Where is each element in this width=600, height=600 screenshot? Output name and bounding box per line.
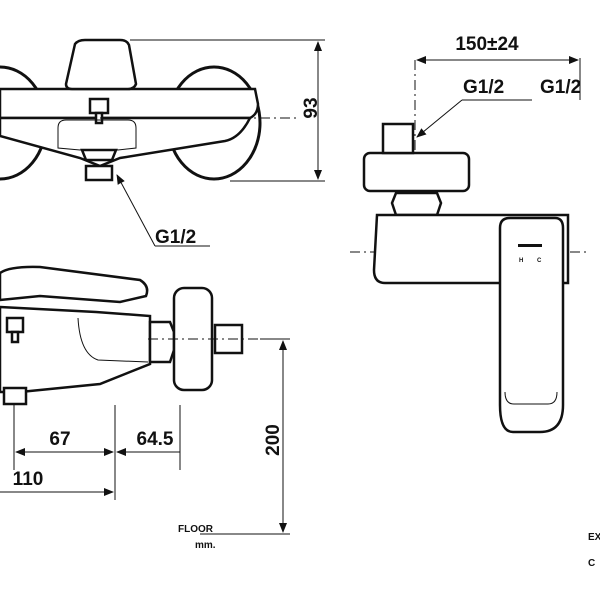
front-nut xyxy=(390,191,443,217)
front-logo xyxy=(518,244,542,247)
side-body-inner xyxy=(77,317,149,363)
front-lever-inner xyxy=(504,391,558,405)
dim-64-5: 64.5 xyxy=(137,429,174,450)
corner-note-c: C xyxy=(588,558,595,569)
top-outlet-thread xyxy=(84,164,114,182)
label-g12-right: G1/2 xyxy=(540,77,581,98)
front-lever xyxy=(498,216,565,434)
front-eccentric-flange xyxy=(362,151,471,193)
front-view: 150±24 G1/2 G1/2 H C EX C xyxy=(350,34,600,569)
corner-note-ex: EX xyxy=(588,532,600,543)
side-view: 67 64.5 110 200 FLOOR mm. xyxy=(0,265,290,551)
dim-200: 200 xyxy=(263,424,284,456)
top-body xyxy=(0,87,260,120)
dim-93: 93 xyxy=(301,97,322,118)
unit-label: mm. xyxy=(195,540,216,551)
floor-label: FLOOR xyxy=(178,524,214,535)
top-handle xyxy=(64,38,138,91)
side-outlet xyxy=(2,386,28,406)
top-view: 93 G1/2 xyxy=(0,38,325,248)
side-handle xyxy=(0,265,149,304)
label-g12-left: G1/2 xyxy=(463,77,504,98)
side-diverter-knob xyxy=(5,316,25,334)
dim-110: 110 xyxy=(13,469,44,490)
lever-mark-h: H xyxy=(519,258,523,264)
top-outlet-nut xyxy=(80,148,118,162)
dim-150: 150±24 xyxy=(455,34,519,55)
top-diverter-knob xyxy=(88,97,110,115)
front-thread-stub xyxy=(381,122,415,155)
lever-mark-c: C xyxy=(537,258,542,264)
top-spout xyxy=(0,116,253,168)
label-g12-front: G1/2 xyxy=(155,227,196,248)
top-outlet-frame xyxy=(57,119,137,151)
dim-67: 67 xyxy=(49,429,70,450)
side-diverter-stem xyxy=(10,330,20,344)
side-nut xyxy=(148,320,176,364)
